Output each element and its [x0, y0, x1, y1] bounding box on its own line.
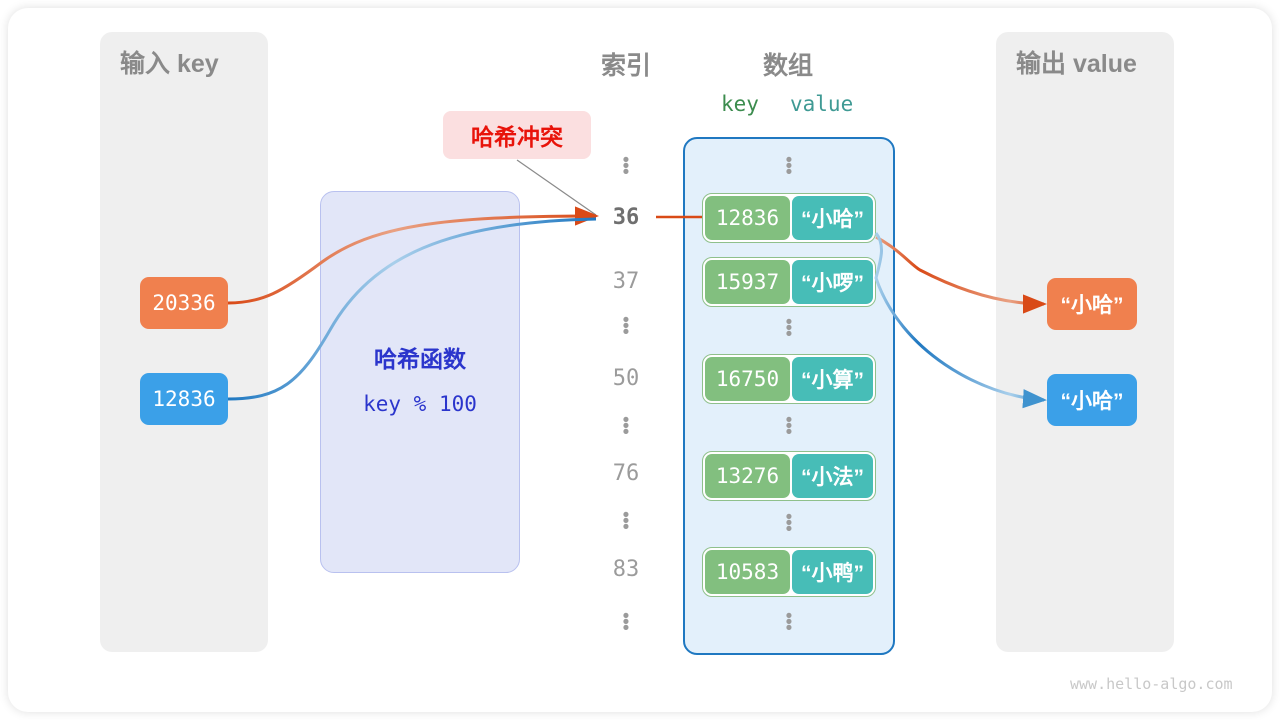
site-watermark: www.hello-algo.com	[1070, 675, 1233, 693]
input-panel-title: 输入 key	[120, 50, 219, 78]
bucket-row[interactable]: 15937 “小啰”	[702, 257, 876, 307]
index-label-83: 83	[612, 557, 640, 582]
array-column-title: 数组	[762, 52, 813, 80]
array-dots: •••	[785, 150, 793, 183]
array-dots: •••	[785, 312, 793, 345]
bucket-value: “小算”	[791, 357, 873, 401]
input-key-panel	[100, 32, 268, 652]
index-dots: •••	[622, 410, 630, 443]
output-value-panel	[996, 32, 1174, 652]
output-value-pill-0[interactable]: “小哈”	[1047, 278, 1137, 330]
bucket-row[interactable]: 16750 “小算”	[702, 354, 876, 404]
index-label-50: 50	[612, 366, 640, 391]
index-dots: •••	[622, 505, 630, 538]
output-value-pill-1[interactable]: “小哈”	[1047, 374, 1137, 426]
bucket-key: 12836	[705, 196, 790, 240]
array-dots: •••	[785, 507, 793, 540]
bucket-value: “小哈”	[791, 196, 873, 240]
array-dots: •••	[785, 410, 793, 443]
bucket-key: 13276	[705, 454, 790, 498]
hash-collision-callout: 哈希冲突	[443, 111, 591, 159]
array-value-header: value	[790, 92, 854, 116]
index-label-76: 76	[612, 461, 640, 486]
array-key-header: key	[721, 92, 759, 116]
bucket-value: “小鸭”	[791, 550, 873, 594]
hash-function-name: 哈希函数	[374, 346, 466, 372]
index-column-title: 索引	[600, 52, 651, 80]
input-key-pill-0[interactable]: 20336	[140, 277, 228, 329]
bucket-row[interactable]: 12836 “小哈”	[702, 193, 876, 243]
bucket-value: “小啰”	[791, 260, 873, 304]
index-dots: •••	[622, 310, 630, 343]
index-label-36: 36	[612, 205, 640, 230]
index-dots: •••	[622, 606, 630, 639]
bucket-row[interactable]: 13276 “小法”	[702, 451, 876, 501]
bucket-key: 10583	[705, 550, 790, 594]
index-label-37: 37	[612, 269, 640, 294]
hash-function-expression: key % 100	[363, 392, 477, 416]
bucket-key: 15937	[705, 260, 790, 304]
hash-function-box	[320, 191, 520, 573]
index-dots: •••	[622, 150, 630, 183]
bucket-value: “小法”	[791, 454, 873, 498]
input-key-pill-1[interactable]: 12836	[140, 373, 228, 425]
bucket-row[interactable]: 10583 “小鸭”	[702, 547, 876, 597]
output-panel-title: 输出 value	[1016, 50, 1137, 78]
array-dots: •••	[785, 606, 793, 639]
bucket-key: 16750	[705, 357, 790, 401]
